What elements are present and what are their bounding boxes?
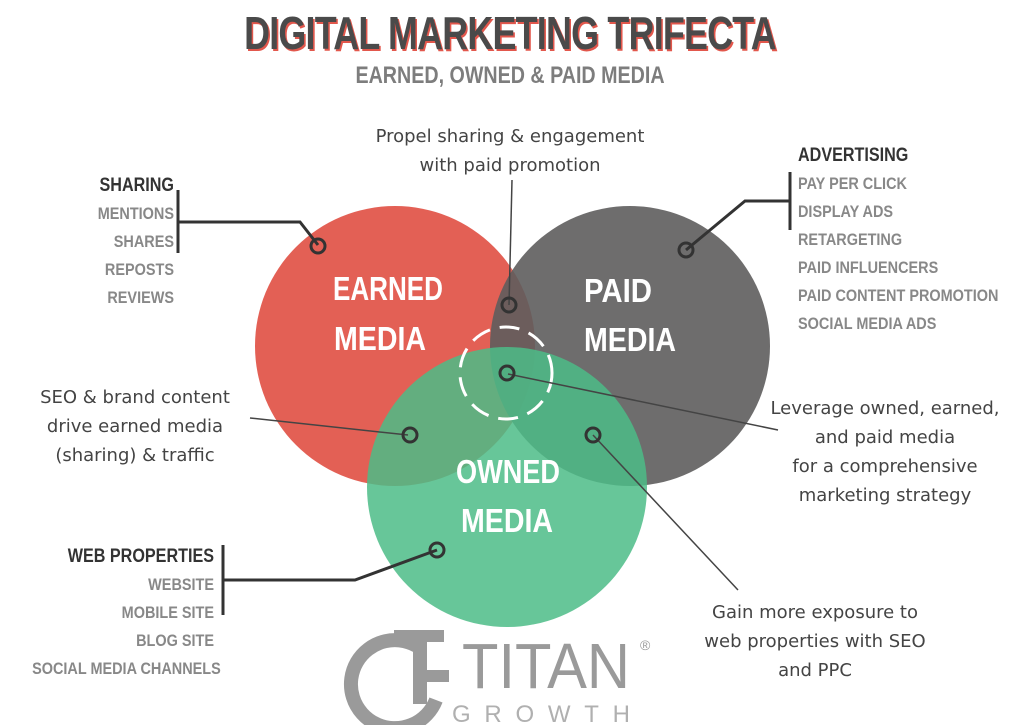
left-note-line: drive earned media — [46, 416, 224, 437]
advertising-item: DISPLAY ADS — [798, 202, 894, 221]
bottom-note-line: Gain more exposure to — [712, 602, 918, 623]
bottom-note-line: web properties with SEO — [704, 631, 926, 652]
top-note-line: Propel sharing & engagement — [375, 126, 645, 147]
center-point — [498, 364, 516, 382]
right-note-line: Leverage owned, earned, — [770, 398, 1000, 419]
right-point — [584, 426, 602, 444]
bottom-note-connector — [592, 434, 739, 591]
web-point — [428, 541, 446, 559]
top-point — [500, 296, 518, 314]
advertising-item: PAY PER CLICK — [798, 174, 907, 193]
left-note-line: (sharing) & traffic — [55, 445, 215, 466]
paid-point — [677, 241, 695, 259]
sharing-item: MENTIONS — [97, 204, 174, 223]
sharing-heading: SHARING — [99, 175, 174, 196]
web-properties-list: WEB PROPERTIES WEBSITE MOBILE SITE BLOG … — [32, 543, 221, 683]
sharing-item: REVIEWS — [107, 288, 174, 307]
advertising-heading: ADVERTISING — [798, 145, 909, 166]
right-note: Leverage owned, earned, and paid media f… — [750, 394, 1020, 510]
right-note-line: marketing strategy — [798, 485, 972, 506]
web-properties-item: SOCIAL MEDIA CHANNELS — [32, 659, 221, 678]
sharing-connector — [176, 190, 320, 253]
advertising-item: PAID INFLUENCERS — [798, 258, 939, 277]
titan-logo-sub: GROWTH — [452, 701, 630, 725]
titan-logo-mark — [344, 633, 443, 725]
right-note-line: and paid media — [814, 427, 956, 448]
earned-label-line2: MEDIA — [334, 320, 426, 357]
bottom-note-line: and PPC — [778, 660, 852, 681]
left-note: SEO & brand content drive earned media (… — [10, 383, 260, 470]
titan-logo-word: TITAN — [462, 630, 630, 702]
sharing-list: SHARING MENTIONS SHARES REPOSTS REVIEWS — [65, 172, 174, 312]
top-note-connector — [508, 179, 513, 306]
web-properties-item: WEBSITE — [148, 575, 214, 594]
titan-logo: TITAN ® GROWTH — [344, 630, 651, 725]
right-note-line: for a comprehensive — [792, 456, 978, 477]
owned-label-line2: MEDIA — [461, 502, 553, 539]
paid-label-line1: PAID — [584, 272, 652, 309]
web-connector — [221, 545, 438, 615]
page-title: DIGITAL MARKETING TRIFECTA — [244, 7, 777, 59]
advertising-connector — [685, 172, 792, 252]
web-properties-item: MOBILE SITE — [121, 603, 214, 622]
web-properties-item: BLOG SITE — [136, 631, 214, 650]
owned-label-line1: OWNED — [456, 453, 560, 490]
sharing-item: REPOSTS — [104, 260, 174, 279]
advertising-item: SOCIAL MEDIA ADS — [798, 314, 937, 333]
center-dashed-circle — [458, 325, 554, 421]
top-note-line: with paid promotion — [419, 155, 601, 176]
advertising-item: RETARGETING — [798, 230, 903, 249]
left-point — [401, 426, 419, 444]
advertising-item: PAID CONTENT PROMOTION — [798, 286, 999, 305]
left-note-connector — [249, 417, 409, 436]
earned-label-line1: EARNED — [333, 270, 443, 307]
left-note-line: SEO & brand content — [40, 387, 230, 408]
advertising-list: ADVERTISING PAY PER CLICK DISPLAY ADS RE… — [798, 142, 1011, 338]
titan-logo-registered: ® — [640, 637, 651, 653]
right-note-connector — [507, 373, 779, 431]
bottom-note: Gain more exposure to web properties wit… — [680, 598, 950, 685]
paid-label-line2: MEDIA — [584, 321, 676, 358]
web-properties-heading: WEB PROPERTIES — [67, 546, 214, 567]
page-subtitle: EARNED, OWNED & PAID MEDIA — [355, 62, 665, 89]
top-note: Propel sharing & engagement with paid pr… — [340, 122, 680, 180]
earned-point — [309, 237, 327, 255]
sharing-item: SHARES — [113, 232, 174, 251]
